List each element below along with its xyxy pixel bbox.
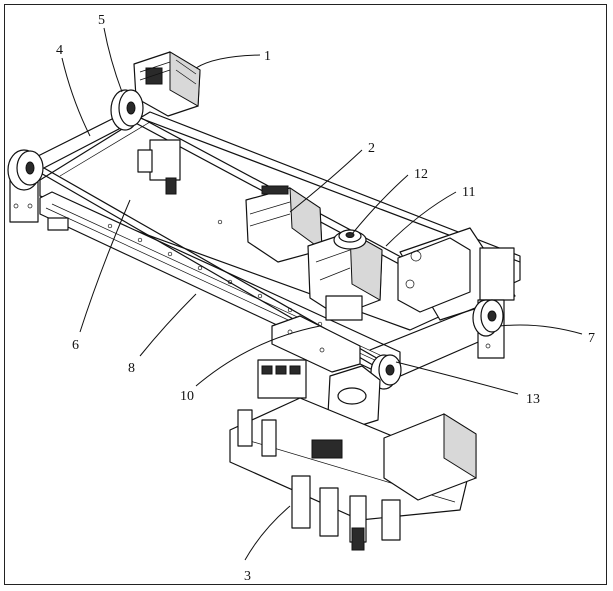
callout-6: 6 (72, 338, 79, 353)
callout-12: 12 (414, 167, 428, 182)
leader-13 (395, 361, 519, 395)
pulley-7 (472, 299, 505, 359)
leader-1 (195, 54, 261, 69)
leader-11 (385, 191, 457, 247)
leader-8 (139, 293, 197, 357)
pulley-13-end (370, 354, 402, 390)
servo-motor-2 (245, 185, 323, 263)
leader-4 (61, 57, 91, 137)
leader-6 (79, 199, 131, 333)
callout-11: 11 (462, 185, 475, 200)
leader-lines (61, 27, 583, 561)
bracket-11 (397, 237, 515, 313)
left-pulley-block (7, 149, 69, 231)
callout-3: 3 (244, 569, 251, 584)
callout-8: 8 (128, 361, 135, 376)
leader-2 (289, 149, 363, 213)
pulley-5 (110, 89, 144, 131)
callout-1: 1 (264, 49, 271, 64)
callout-5: 5 (98, 13, 105, 28)
leader-5 (103, 27, 123, 93)
gear-12 (333, 229, 367, 250)
housing-block (307, 231, 383, 321)
rail-holes (107, 219, 323, 327)
leader-12 (351, 174, 409, 235)
leader-10 (195, 325, 321, 387)
callout-2: 2 (368, 141, 375, 156)
gear-motor-1 (133, 51, 201, 117)
callout-10: 10 (180, 389, 194, 404)
callout-4: 4 (56, 43, 63, 58)
gripper-assembly-3 (229, 359, 477, 551)
callout-labels: 1 2 3 4 5 6 7 8 10 11 12 13 (56, 13, 595, 584)
leader-3 (244, 505, 291, 561)
upper-support (137, 139, 181, 195)
callout-13: 13 (526, 392, 540, 407)
callout-7: 7 (588, 331, 595, 346)
leader-7 (499, 324, 583, 335)
